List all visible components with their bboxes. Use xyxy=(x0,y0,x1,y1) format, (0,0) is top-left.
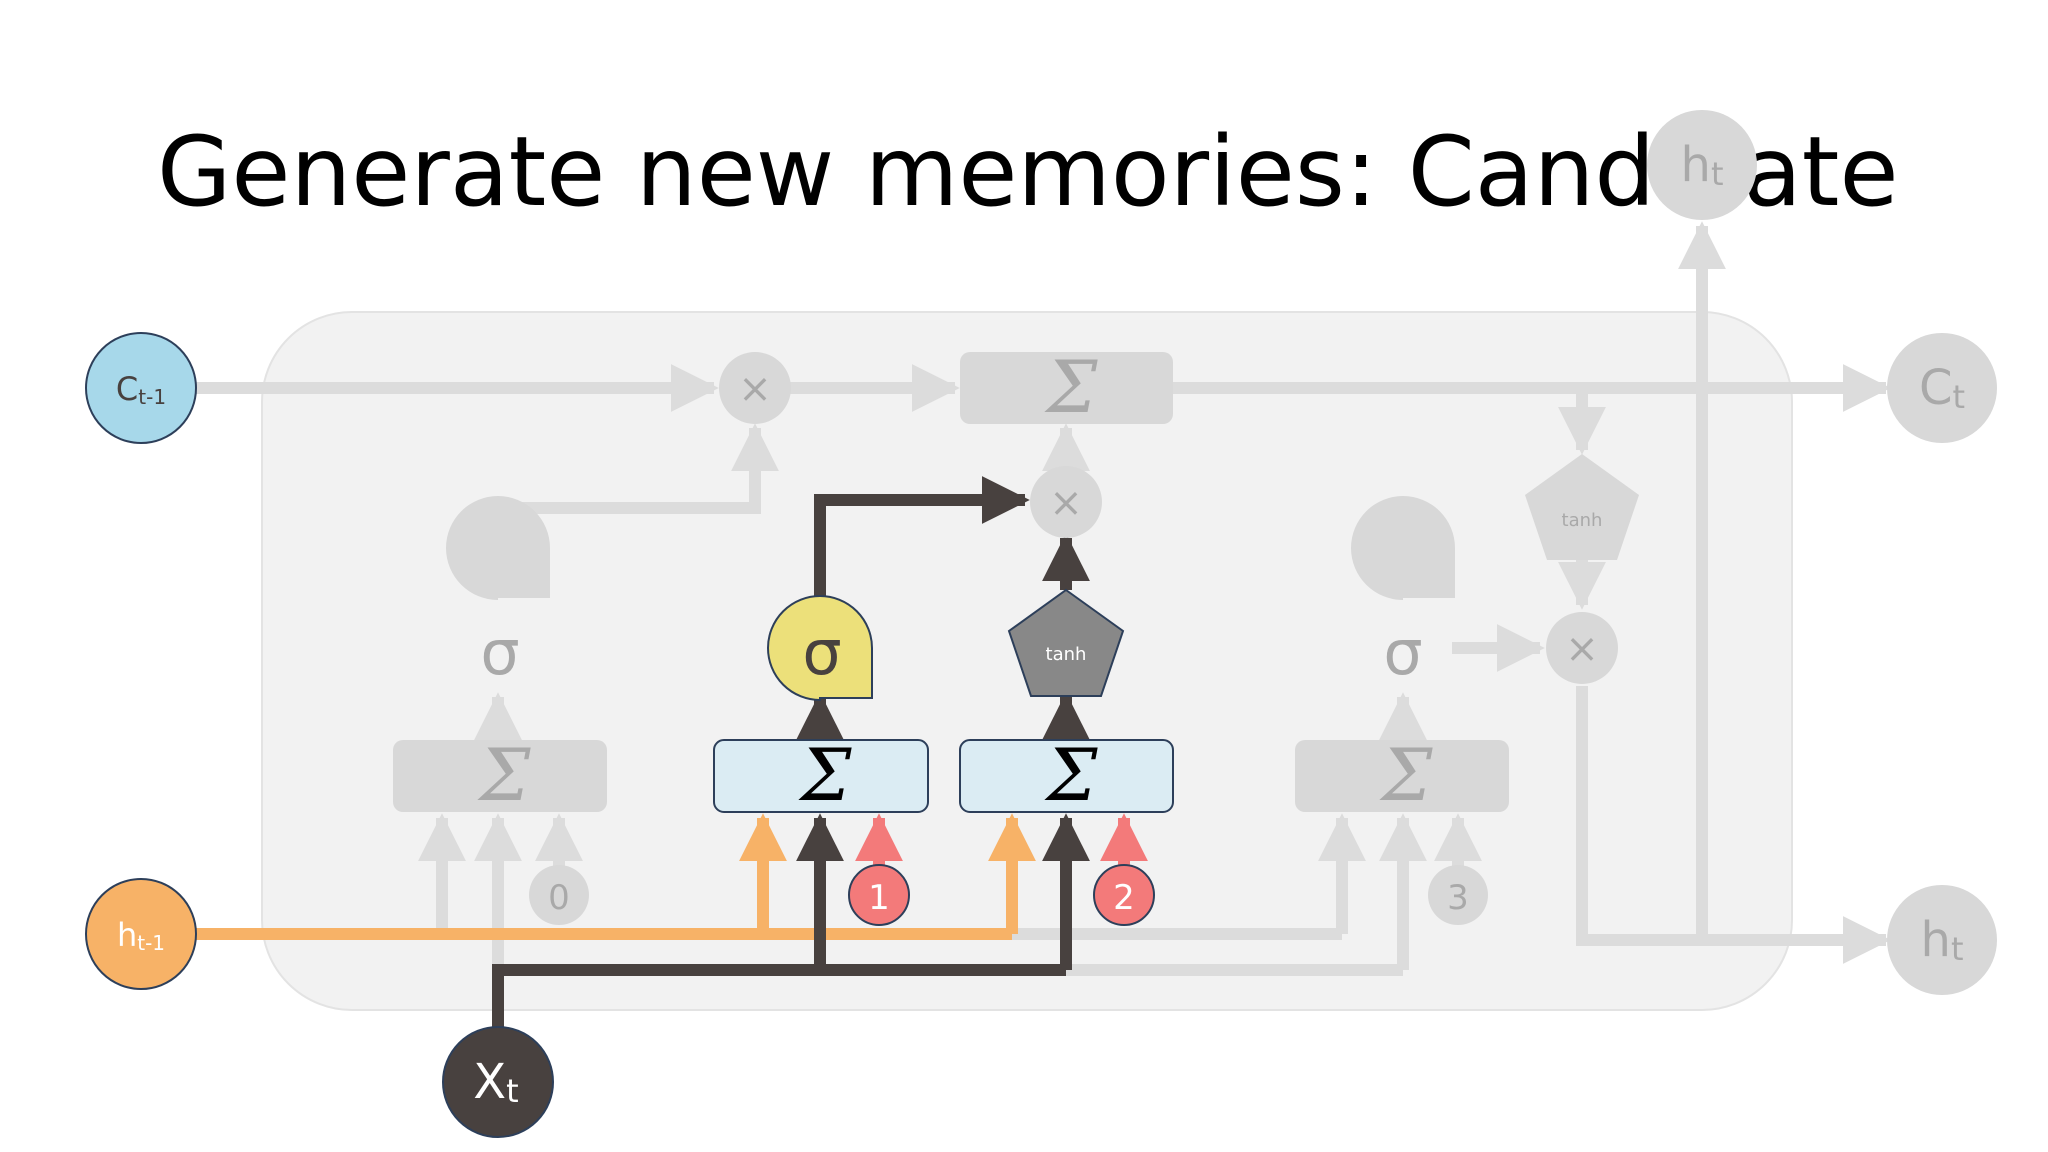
input-gate-sum-node: Σ xyxy=(713,733,929,817)
h-prev-active-paths xyxy=(195,813,1036,940)
candidate-multiply-glyph: × xyxy=(1049,480,1083,526)
input-gate-sigma-node: σ xyxy=(767,595,873,702)
h-output-top-node: ht xyxy=(1647,110,1757,220)
bias-3-label: 3 xyxy=(1447,878,1469,918)
forget-sigma-glyph: σ xyxy=(480,616,519,689)
inactive-paths xyxy=(195,221,1891,1030)
output-tanh-node: tanh xyxy=(1525,454,1639,560)
x-active-paths xyxy=(492,476,1090,1030)
x-main-path xyxy=(492,964,1066,1030)
cell-state-sum-node: Σ xyxy=(960,345,1173,429)
sigma-to-candidate-mult xyxy=(814,476,1030,598)
forget-multiply-glyph: × xyxy=(738,366,772,412)
forget-sum-glyph: Σ xyxy=(477,733,532,817)
c-prev-label: Ct-1 xyxy=(116,370,166,409)
c-output-node: Ct xyxy=(1887,333,1997,443)
x-input-label-sub: t xyxy=(506,1072,519,1110)
output-hidden-path xyxy=(1576,686,1891,964)
h-output-right-label-sub: t xyxy=(1951,930,1964,968)
c-output-label-sub: t xyxy=(1952,378,1965,416)
c-output-label: Ct xyxy=(1919,360,1965,416)
output-multiply-node: × xyxy=(1546,612,1618,684)
h-prev-label: ht-1 xyxy=(117,916,165,955)
candidate-sum-node: Σ xyxy=(959,733,1174,817)
h-prev-label-base: h xyxy=(117,916,137,954)
bias-1-node: 1 xyxy=(848,864,910,926)
forget-sigma-node: σ xyxy=(446,496,550,689)
h-output-right-label-base: h xyxy=(1921,912,1951,968)
bias-2-node: 2 xyxy=(1093,864,1155,926)
output-sum-node: Σ xyxy=(1295,733,1509,817)
forget-sum-node: Σ xyxy=(393,733,607,817)
h-output-top-label: ht xyxy=(1681,137,1724,193)
c-prev-label-base: C xyxy=(116,370,138,408)
h-output-right-node: ht xyxy=(1887,885,1997,995)
input-gate-sum-glyph: Σ xyxy=(798,733,853,817)
h-prev-label-sub: t-1 xyxy=(137,931,165,955)
bias-active-paths xyxy=(855,813,1148,866)
cell-state-sum-glyph: Σ xyxy=(1044,345,1099,429)
input-gate-sigma-glyph: σ xyxy=(802,616,841,689)
x-input-label: Xt xyxy=(473,1054,518,1110)
candidate-multiply-node: × xyxy=(1030,466,1102,538)
candidate-sum-glyph: Σ xyxy=(1044,733,1099,817)
candidate-tanh-node: tanh xyxy=(1007,588,1125,697)
forget-multiply-node: × xyxy=(719,352,791,424)
h-output-top-label-base: h xyxy=(1681,137,1711,193)
x-input-label-base: X xyxy=(473,1054,506,1110)
bias-0-label: 0 xyxy=(548,878,570,918)
output-multiply-glyph: × xyxy=(1565,626,1599,672)
bias-2-label: 2 xyxy=(1113,878,1135,918)
c-output-label-base: C xyxy=(1919,360,1953,416)
output-tanh-label: tanh xyxy=(1562,510,1603,531)
output-sigma-glyph: σ xyxy=(1383,616,1422,689)
output-sum-glyph: Σ xyxy=(1379,733,1434,817)
output-sigma-node: σ xyxy=(1351,496,1455,689)
slide-title: Generate new memories: Candidate xyxy=(157,116,1899,228)
bias-1-label: 1 xyxy=(868,878,890,918)
c-prev-node: Ct-1 xyxy=(85,332,197,444)
c-prev-label-sub: t-1 xyxy=(138,385,166,409)
bias-3-node: 3 xyxy=(1428,865,1488,925)
h-output-top-label-sub: t xyxy=(1711,155,1724,193)
h-output-right-label: ht xyxy=(1921,912,1964,968)
bias-0-node: 0 xyxy=(529,865,589,925)
candidate-tanh-label: tanh xyxy=(1046,644,1087,665)
x-input-node: Xt xyxy=(442,1026,554,1138)
h-prev-node: ht-1 xyxy=(85,878,197,990)
